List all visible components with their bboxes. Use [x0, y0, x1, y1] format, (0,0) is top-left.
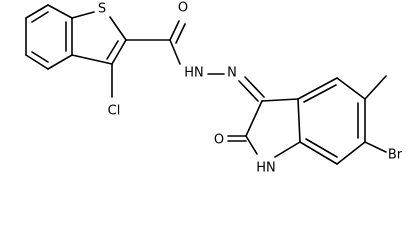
- bond: [336, 141, 366, 165]
- bond: [71, 54, 113, 65]
- bond: [299, 141, 338, 165]
- bromine-atom-label: Br: [388, 148, 403, 163]
- double-bond-inner: [31, 11, 49, 23]
- oxindole-benzene-ring: [297, 77, 366, 165]
- bond: [274, 141, 301, 158]
- bond: [245, 100, 263, 137]
- amide-oxygen-label: O: [178, 1, 188, 16]
- bond: [261, 98, 299, 102]
- methyl-bond: [364, 75, 387, 100]
- hydrazide-nh-label: HN: [184, 66, 204, 81]
- double-bond-inner: [31, 51, 49, 63]
- imine-nitrogen-label: N: [227, 66, 237, 81]
- benzothiophene-thiophene-ring: [71, 11, 127, 65]
- benzothiophene-benzene-ring: [25, 4, 73, 70]
- chemical-structure-canvas: S Cl O HN N O HN: [25, 1, 403, 176]
- bond: [297, 77, 338, 100]
- ring-fusion-bond: [297, 98, 301, 143]
- sulfur-atom-label: S: [98, 2, 106, 17]
- oxindole-lactam-ring: [227, 98, 301, 158]
- bond: [169, 39, 181, 65]
- amide-group: [125, 20, 186, 65]
- bond: [47, 4, 73, 19]
- bond: [25, 4, 49, 19]
- carbonyl-bond: [169, 20, 180, 41]
- bond: [109, 16, 127, 41]
- bond: [25, 54, 49, 70]
- c-n-double-bond: [238, 80, 259, 102]
- double-bond-inner: [106, 40, 119, 60]
- bond: [336, 77, 366, 100]
- chlorine-atom-label: Cl: [108, 104, 121, 119]
- double-bond-inner: [305, 138, 338, 158]
- lactam-nh-label: HN: [256, 161, 276, 176]
- bond: [71, 11, 95, 19]
- lactam-oxygen-label: O: [214, 133, 224, 148]
- bond: [245, 135, 258, 155]
- carbonyl-double-bond: [175, 23, 186, 44]
- c-n-double-bond-second: [244, 76, 265, 98]
- double-bond-inner: [303, 84, 337, 103]
- c-br-bond: [364, 141, 387, 153]
- bond: [47, 54, 73, 70]
- molecule-drawing: S Cl O HN N O HN: [25, 1, 403, 176]
- bond: [111, 39, 127, 65]
